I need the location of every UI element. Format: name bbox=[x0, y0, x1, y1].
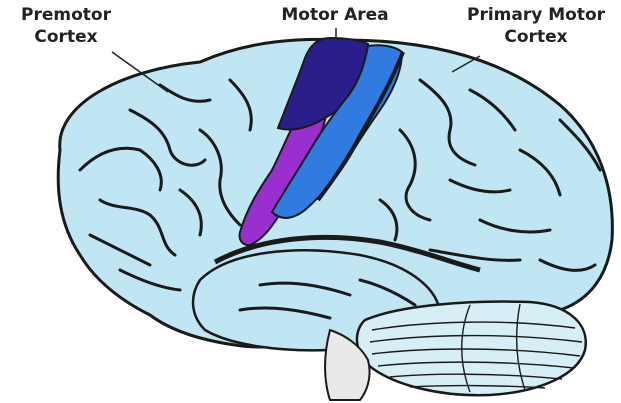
premotor-cortex-label: Premotor Cortex bbox=[0, 4, 132, 48]
motor-area-label-text: Motor Area bbox=[270, 4, 400, 26]
premotor-label-line1: Premotor bbox=[0, 4, 132, 26]
primary-motor-cortex-label: Primary Motor Cortex bbox=[452, 4, 620, 48]
primary-label-line1: Primary Motor bbox=[452, 4, 620, 26]
primary-label-line2: Cortex bbox=[452, 26, 620, 48]
motor-area-label: Motor Area bbox=[270, 4, 400, 26]
premotor-label-line2: Cortex bbox=[0, 26, 132, 48]
